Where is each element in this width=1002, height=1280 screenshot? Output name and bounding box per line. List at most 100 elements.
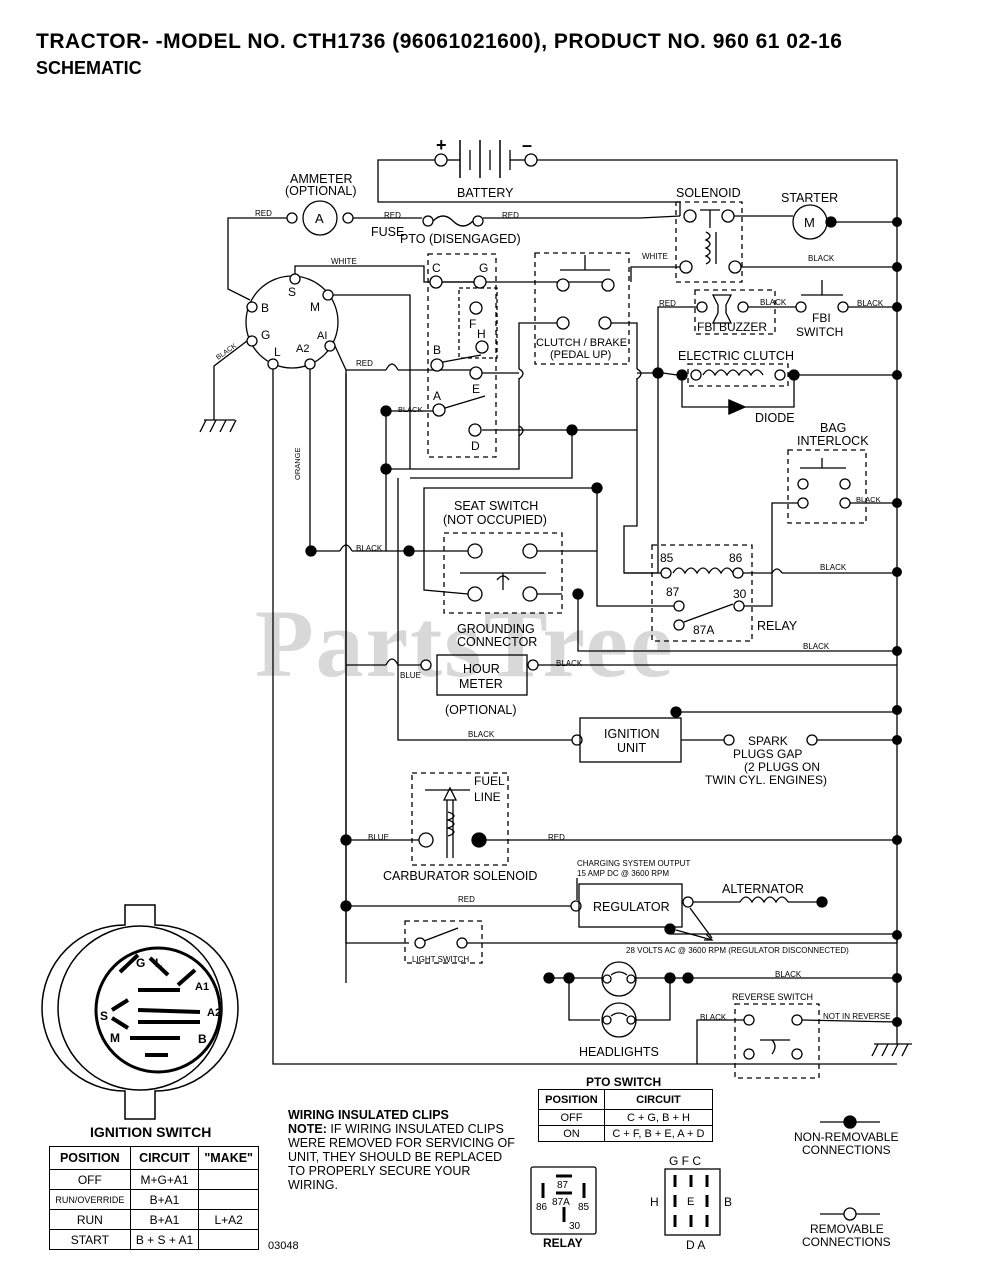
ignition-switch-table: POSITION CIRCUIT "MAKE" OFF M+G+A1 RUN/O… — [49, 1146, 259, 1250]
svg-text:BLACK: BLACK — [775, 970, 802, 979]
svg-text:WHITE: WHITE — [331, 257, 357, 266]
svg-text:FBI BUZZER: FBI BUZZER — [697, 320, 767, 334]
alternator: ALTERNATOR — [693, 882, 828, 908]
svg-text:30: 30 — [733, 587, 747, 601]
headlights: HEADLIGHTS — [579, 961, 659, 1059]
svg-text:S: S — [288, 285, 296, 299]
battery-label: BATTERY — [457, 186, 514, 200]
carburator-solenoid: FUEL LINE CARBURATOR SOLENOID — [383, 772, 537, 883]
ignition-unit: IGNITION UNIT — [571, 706, 682, 763]
svg-text:UNIT: UNIT — [617, 741, 647, 755]
wiring-note: WIRING INSULATED CLIPS NOTE: IF WIRING I… — [288, 1108, 518, 1192]
svg-text:SOLENOID: SOLENOID — [676, 186, 741, 200]
svg-text:E: E — [472, 382, 480, 396]
battery: + – BATTERY — [434, 135, 538, 200]
svg-text:G F C: G F C — [669, 1154, 701, 1168]
svg-text:PLUGS GAP: PLUGS GAP — [733, 747, 802, 761]
fuse-label: FUSE — [371, 225, 404, 239]
svg-text:A2: A2 — [296, 343, 309, 355]
svg-text:FUEL: FUEL — [474, 774, 505, 788]
svg-text:ELECTRIC CLUTCH: ELECTRIC CLUTCH — [678, 349, 794, 363]
svg-text:85: 85 — [578, 1202, 590, 1213]
table-header: CIRCUIT — [129, 1146, 200, 1170]
svg-text:B: B — [198, 1032, 207, 1046]
svg-text:15 AMP DC @ 3600 RPM: 15 AMP DC @ 3600 RPM — [577, 869, 669, 878]
pto-pinout: G F C E H B D A — [650, 1154, 732, 1252]
svg-text:SPARK: SPARK — [748, 734, 788, 748]
table-row: OFF C + G, B + H — [538, 1109, 714, 1126]
svg-text:BLUE: BLUE — [400, 671, 421, 680]
svg-text:30: 30 — [569, 1221, 581, 1232]
table-row: OFF M+G+A1 — [49, 1169, 259, 1190]
svg-text:CARBURATOR SOLENOID: CARBURATOR SOLENOID — [383, 869, 537, 883]
table-row: RUN B+A1 L+A2 — [49, 1209, 259, 1230]
svg-text:REVERSE SWITCH: REVERSE SWITCH — [732, 992, 813, 1002]
svg-text:(2 PLUGS ON: (2 PLUGS ON — [744, 760, 820, 774]
regulator: REGULATOR — [570, 883, 694, 935]
hour-meter: HOUR METER (OPTIONAL) — [420, 654, 539, 717]
svg-text:(OPTIONAL): (OPTIONAL) — [285, 184, 357, 198]
starter-motor: STARTER M — [781, 191, 838, 240]
bag-interlock: BAG INTERLOCK — [787, 421, 869, 524]
svg-text:NON-REMOVABLE: NON-REMOVABLE — [794, 1130, 898, 1144]
table-row: RUN/OVERRIDE B+A1 — [49, 1189, 259, 1210]
starter-solenoid: SOLENOID — [675, 186, 743, 283]
svg-text:BLACK: BLACK — [760, 298, 787, 307]
fbi-switch: FBI SWITCH — [795, 280, 849, 339]
svg-text:B: B — [261, 301, 269, 315]
watermark: PartsTree — [255, 590, 675, 697]
pto-switch-schematic: C G F H B E A D — [427, 253, 498, 458]
svg-text:REGULATOR: REGULATOR — [593, 900, 670, 914]
svg-text:ORANGE: ORANGE — [293, 447, 302, 480]
svg-text:GROUNDING: GROUNDING — [457, 622, 535, 636]
svg-text:STARTER: STARTER — [781, 191, 838, 205]
page-subtitle: SCHEMATIC — [36, 58, 142, 78]
light-switch: LIGHT SWITCH — [404, 920, 483, 964]
svg-text:HEADLIGHTS: HEADLIGHTS — [579, 1045, 659, 1059]
svg-text:L: L — [274, 345, 281, 359]
svg-text:FBI: FBI — [812, 311, 831, 325]
svg-text:LINE: LINE — [474, 790, 501, 804]
svg-text:G: G — [136, 956, 145, 970]
relay-label: RELAY — [757, 619, 798, 633]
svg-text:RED: RED — [384, 211, 401, 220]
battery-minus: – — [522, 135, 532, 155]
svg-text:BLACK: BLACK — [700, 1013, 727, 1022]
svg-text:BLACK: BLACK — [398, 405, 423, 414]
svg-text:H: H — [477, 327, 486, 341]
svg-text:RED: RED — [502, 211, 519, 220]
pto-disengaged-label: PTO (DISENGAGED) — [400, 232, 521, 246]
svg-text:BLUE: BLUE — [368, 833, 389, 842]
svg-text:RELAY: RELAY — [543, 1236, 583, 1250]
table-header: POSITION — [538, 1089, 605, 1110]
svg-text:SEAT SWITCH: SEAT SWITCH — [454, 499, 538, 513]
svg-text:RED: RED — [356, 359, 373, 368]
svg-text:RED: RED — [255, 209, 272, 218]
svg-text:SWITCH: SWITCH — [796, 325, 843, 339]
svg-text:BAG: BAG — [820, 421, 846, 435]
diode: DIODE — [681, 375, 795, 425]
svg-text:B: B — [433, 343, 441, 357]
svg-text:RED: RED — [458, 895, 475, 904]
clutch-brake-switch: CLUTCH / BRAKE (PEDAL UP) — [534, 252, 630, 365]
svg-text:86: 86 — [729, 551, 743, 565]
svg-text:INTERLOCK: INTERLOCK — [797, 434, 869, 448]
relay-pinout: 87 87A 86 85 30 RELAY — [530, 1166, 597, 1250]
svg-text:87A: 87A — [552, 1197, 570, 1208]
seat-switch: SEAT SWITCH (NOT OCCUPIED) — [443, 499, 563, 614]
svg-text:M: M — [110, 1031, 120, 1045]
spark-plugs: SPARK PLUGS GAP (2 PLUGS ON TWIN CYL. EN… — [705, 734, 897, 787]
pto-switch-table: POSITION CIRCUIT OFF C + G, B + H ON C +… — [538, 1089, 714, 1142]
document-number: 03048 — [268, 1240, 299, 1252]
svg-text:RED: RED — [659, 299, 676, 308]
svg-text:28 VOLTS AC @ 3600 RPM (REGULA: 28 VOLTS AC @ 3600 RPM (REGULATOR DISCON… — [626, 946, 849, 955]
ignition-switch-title: IGNITION SWITCH — [90, 1124, 211, 1140]
svg-text:C: C — [432, 261, 441, 275]
reverse-switch: REVERSE SWITCH — [732, 992, 820, 1079]
svg-text:BLACK: BLACK — [356, 544, 383, 553]
battery-plus: + — [436, 135, 447, 155]
ammeter: AMMETER (OPTIONAL) A — [285, 172, 357, 236]
svg-text:87A: 87A — [693, 623, 714, 637]
svg-text:ALTERNATOR: ALTERNATOR — [722, 882, 804, 896]
svg-text:CLUTCH / BRAKE: CLUTCH / BRAKE — [536, 337, 627, 349]
